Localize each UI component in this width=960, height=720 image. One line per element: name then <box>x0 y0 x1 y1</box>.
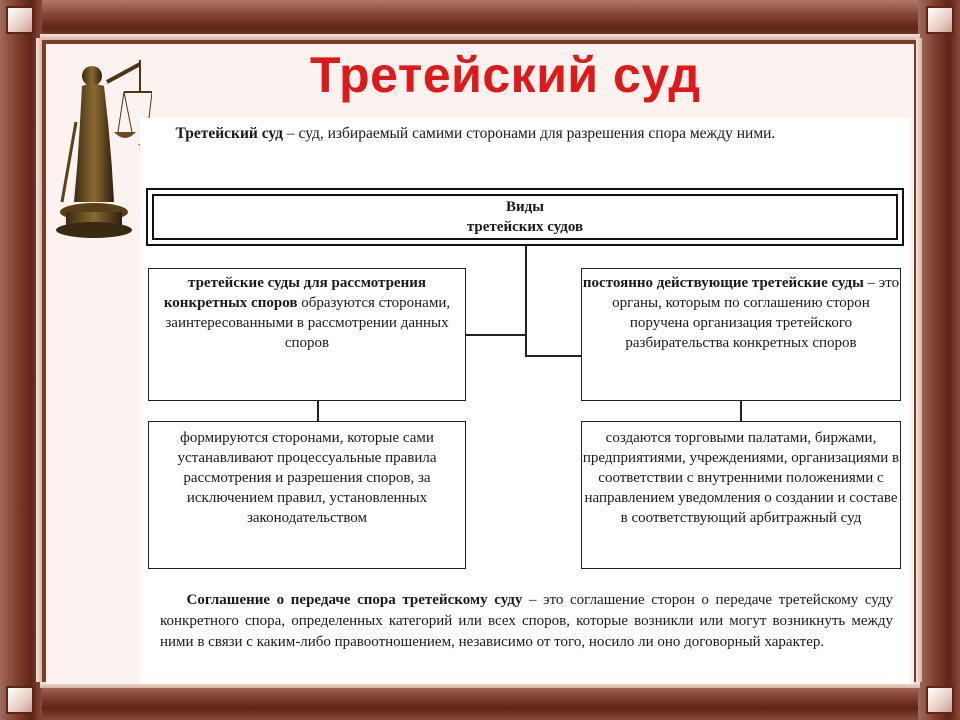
frame-bottom <box>0 682 960 720</box>
permanent-courts-title: постоянно действующие третейские суды <box>582 275 864 291</box>
frame-stripe-right <box>916 38 922 682</box>
agreement-text: Соглашение о передаче спора третейскому … <box>160 590 893 653</box>
definition-term: Третейский суд <box>175 125 284 142</box>
permanent-courts-box: постоянно действующие третейские суды – … <box>581 268 901 401</box>
definition-body: – суд, избираемый самими сторонами для р… <box>283 125 776 142</box>
ad-hoc-courts-text: образуются сторонами, заинтересованными … <box>165 295 451 351</box>
frame-stripe-top <box>40 34 920 40</box>
permanent-creation-text: создаются торговыми палатами, биржами, п… <box>582 430 900 526</box>
kinds-line-2: третейских судов <box>466 219 584 235</box>
kinds-header-box: Виды третейских судов <box>146 188 904 246</box>
frame-right <box>918 0 960 720</box>
definition-text: Третейский суд – суд, избираемый самими … <box>160 124 905 143</box>
ad-hoc-formation-text: формируются сторонами, которые сами уста… <box>177 430 437 526</box>
frame-left <box>0 0 42 720</box>
frame-corner-top-left <box>6 6 34 34</box>
frame-stripe-left <box>36 38 42 682</box>
frame-corner-bottom-left <box>6 686 34 714</box>
kinds-line-1: Виды <box>506 199 544 215</box>
permanent-creation-box: создаются торговыми палатами, биржами, п… <box>581 421 901 569</box>
themis-statue-icon <box>56 60 152 238</box>
connector-right <box>525 355 581 357</box>
page-title: Третейский суд <box>310 47 701 103</box>
ad-hoc-formation-box: формируются сторонами, которые сами уста… <box>148 421 466 569</box>
permanent-courts-text: – это органы, которым по соглашению стор… <box>612 275 900 351</box>
agreement-term: Соглашение о передаче спора третейскому … <box>186 592 523 608</box>
ad-hoc-courts-box: третейские суды для рассмотрения конкрет… <box>148 268 466 401</box>
ad-hoc-courts-title: третейские суды для рассмотрения конкрет… <box>163 275 426 311</box>
agreement-body: – это соглашение сторон о передаче трете… <box>160 592 893 650</box>
frame-corner-bottom-right <box>926 686 954 714</box>
frame-corner-top-right <box>926 6 954 34</box>
connector-right-down <box>740 401 742 421</box>
connector-left <box>466 334 526 336</box>
connector-trunk <box>525 246 527 356</box>
frame-top <box>0 0 960 40</box>
frame-stripe-bottom <box>40 682 920 688</box>
connector-left-down <box>317 401 319 421</box>
